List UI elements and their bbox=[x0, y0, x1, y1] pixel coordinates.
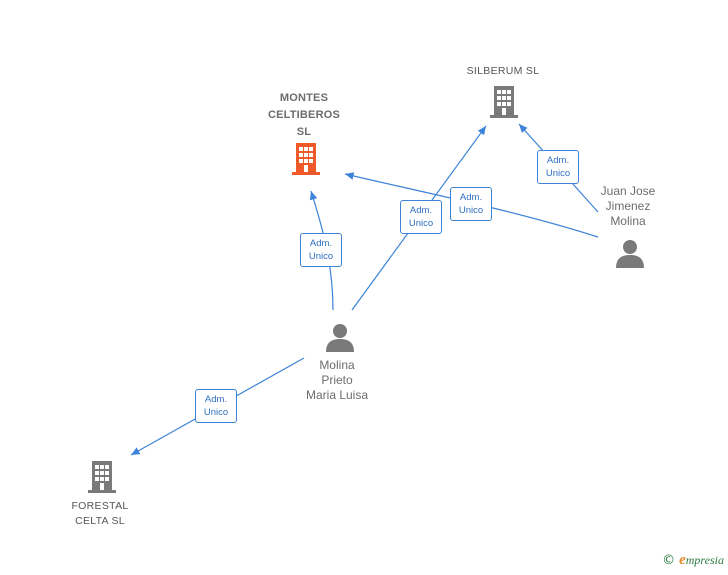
relation-type: Unico bbox=[203, 407, 229, 418]
brand-logo: empresia bbox=[679, 552, 724, 568]
building-icon[interactable] bbox=[290, 141, 322, 177]
brand-footer[interactable]: © empresia bbox=[662, 552, 724, 569]
building-icon[interactable] bbox=[488, 84, 520, 120]
relation-type: Unico bbox=[545, 168, 571, 179]
relation-role: Adm. bbox=[409, 205, 433, 216]
person-label-juan[interactable]: Juan Jose Jimenez Molina bbox=[600, 184, 656, 228]
person-label-molina[interactable]: Molina Prieto Maria Luisa bbox=[305, 358, 369, 402]
company-label-silberum[interactable]: SILBERUM SL bbox=[466, 65, 540, 77]
copyright-icon: © bbox=[662, 553, 676, 568]
relation-badge[interactable]: Adm. Unico bbox=[400, 200, 442, 234]
relation-type: Unico bbox=[408, 218, 434, 229]
relation-type: Unico bbox=[458, 205, 484, 216]
relation-badge[interactable]: Adm. Unico bbox=[537, 150, 579, 184]
relation-role: Adm. bbox=[204, 394, 228, 405]
relation-badge[interactable]: Adm. Unico bbox=[300, 233, 342, 267]
relation-badge[interactable]: Adm. Unico bbox=[450, 187, 492, 221]
person-icon[interactable] bbox=[614, 238, 646, 270]
relation-role: Adm. bbox=[459, 192, 483, 203]
person-icon[interactable] bbox=[324, 322, 356, 354]
relation-role: Adm. bbox=[546, 155, 570, 166]
company-label-montes[interactable]: MONTES CELTIBEROS SL bbox=[267, 92, 341, 138]
relation-type: Unico bbox=[308, 251, 334, 262]
relation-badge[interactable]: Adm. Unico bbox=[195, 389, 237, 423]
company-label-forestal[interactable]: FORESTAL CELTA SL bbox=[71, 500, 129, 527]
relation-role: Adm. bbox=[309, 238, 333, 249]
building-icon[interactable] bbox=[86, 459, 118, 495]
